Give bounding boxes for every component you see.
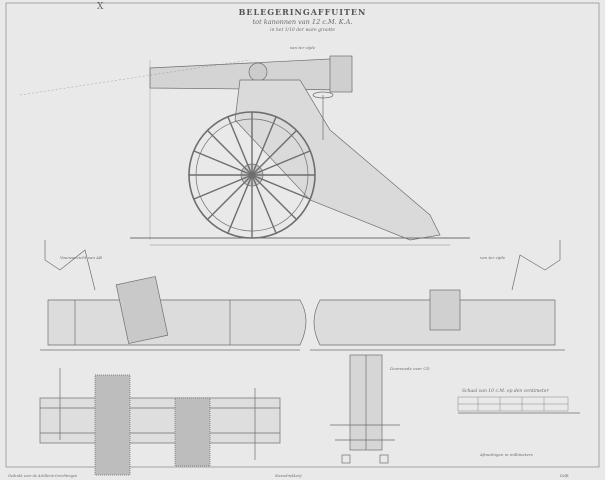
drawing-subtitle: tot kanonnen van 12 c.M. K.A. bbox=[252, 18, 353, 26]
plate-border bbox=[5, 2, 600, 468]
scale-bar bbox=[457, 396, 580, 414]
section-label: Doorsnede over CD bbox=[390, 366, 430, 371]
front-view-label: Vooraanzicht van AB bbox=[60, 255, 102, 260]
main-view-label: van ter zijde bbox=[289, 45, 316, 50]
left-carriage-view bbox=[40, 240, 307, 351]
section-view bbox=[330, 354, 400, 464]
pencil-mark: X bbox=[97, 2, 104, 12]
right-carriage-view bbox=[310, 240, 565, 351]
scale-note: in het 1/10 der ware grootte bbox=[270, 28, 335, 33]
dimensions-note: Afmetingen in millimeters bbox=[480, 452, 533, 457]
main-cannon-side-view bbox=[19, 55, 470, 246]
plan-view bbox=[39, 368, 281, 476]
footer-left: Gedrukt voor de Artillerie-Inrichtingen bbox=[8, 474, 78, 478]
footer-center: Steendrukkerij bbox=[275, 474, 302, 478]
footer-right: Delft bbox=[560, 474, 569, 478]
drawing-title: BELEGERINGAFFUITEN bbox=[238, 7, 367, 17]
side-view-label: van ter zijde bbox=[480, 255, 506, 260]
scale-bar-label: Schaal van 10 c.M. op den centimeter bbox=[462, 389, 549, 394]
